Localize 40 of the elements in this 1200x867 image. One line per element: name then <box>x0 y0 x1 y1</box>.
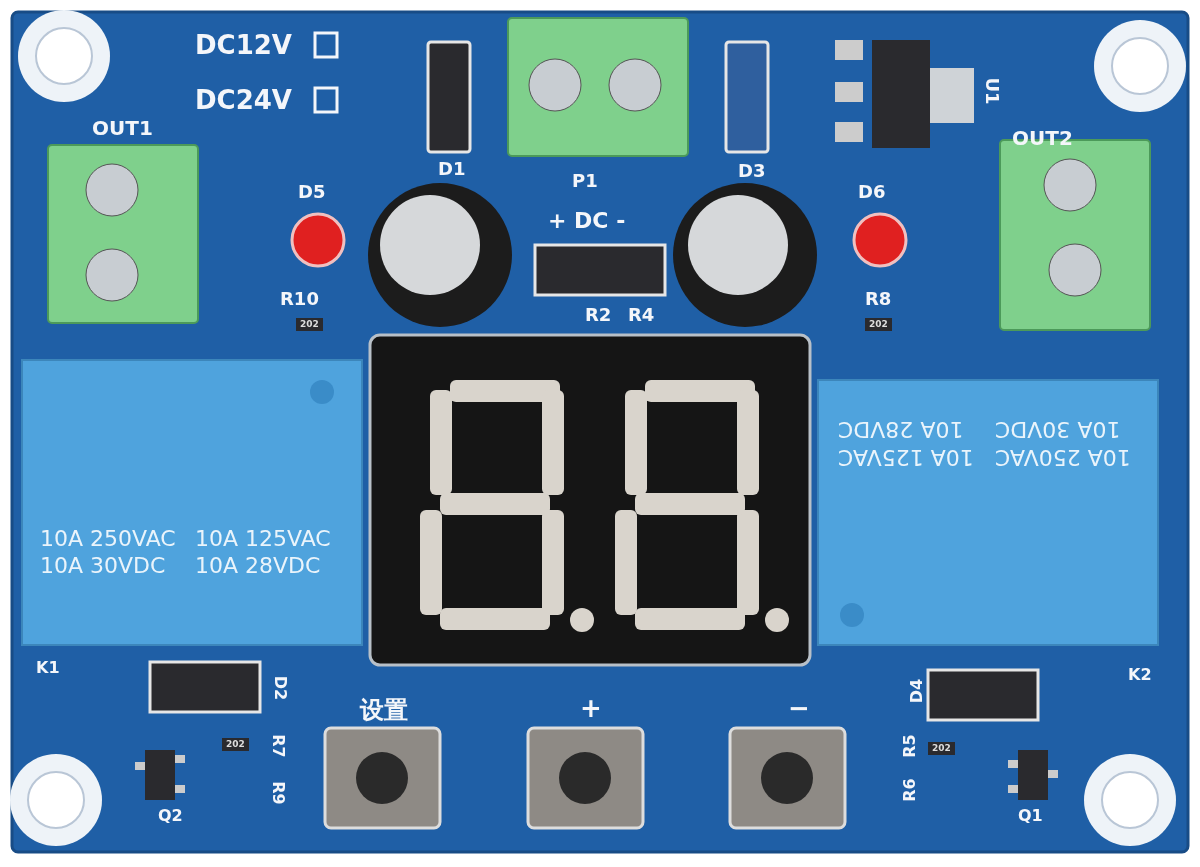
component-label: P1 <box>572 172 598 190</box>
component-label: R6 <box>901 778 918 802</box>
component-label: K2 <box>1128 667 1152 683</box>
relay-rating: 10A 250VAC <box>995 446 1131 468</box>
component-label: Q1 <box>1018 808 1043 824</box>
voltage-option-label: DC24V <box>195 87 292 113</box>
relay-rating: 10A 30VDC <box>995 418 1121 440</box>
component-label: R9 <box>269 781 286 805</box>
voltage-option-label: DC12V <box>195 32 292 58</box>
component-label: K1 <box>36 660 60 676</box>
resistor-code: 202 <box>865 318 892 331</box>
relay-rating: 10A 250VAC <box>40 528 176 550</box>
resistor-code: 202 <box>296 318 323 331</box>
terminal-label: OUT2 <box>1012 128 1073 148</box>
component-label: R7 <box>269 734 286 758</box>
component-label: R5 <box>901 734 918 758</box>
component-label: R10 <box>280 290 319 308</box>
component-label: R2 <box>585 306 612 324</box>
resistor-code: 202 <box>928 742 955 755</box>
button-label: − <box>788 695 810 721</box>
component-label: R4 <box>628 306 655 324</box>
relay-rating: 10A 28VDC <box>195 555 321 577</box>
component-label: D5 <box>298 183 326 201</box>
component-label: Q2 <box>158 808 183 824</box>
component-label: D4 <box>909 678 926 704</box>
component-label: D3 <box>738 162 766 180</box>
relay-rating: 10A 28VDC <box>838 418 964 440</box>
button-label: + <box>580 695 602 721</box>
relay-rating: 10A 30VDC <box>40 555 166 577</box>
relay-rating: 10A 125VAC <box>838 446 974 468</box>
resistor-code: 202 <box>222 738 249 751</box>
button-label: 设置 <box>360 698 408 722</box>
component-label: U1 <box>982 77 1001 105</box>
component-label: D2 <box>272 675 289 701</box>
component-label: D1 <box>438 160 466 178</box>
terminal-label: OUT1 <box>92 118 153 138</box>
polarity-label: + DC - <box>548 210 626 232</box>
relay-rating: 10A 125VAC <box>195 528 331 550</box>
component-label: R8 <box>865 290 892 308</box>
component-label: D6 <box>858 183 886 201</box>
